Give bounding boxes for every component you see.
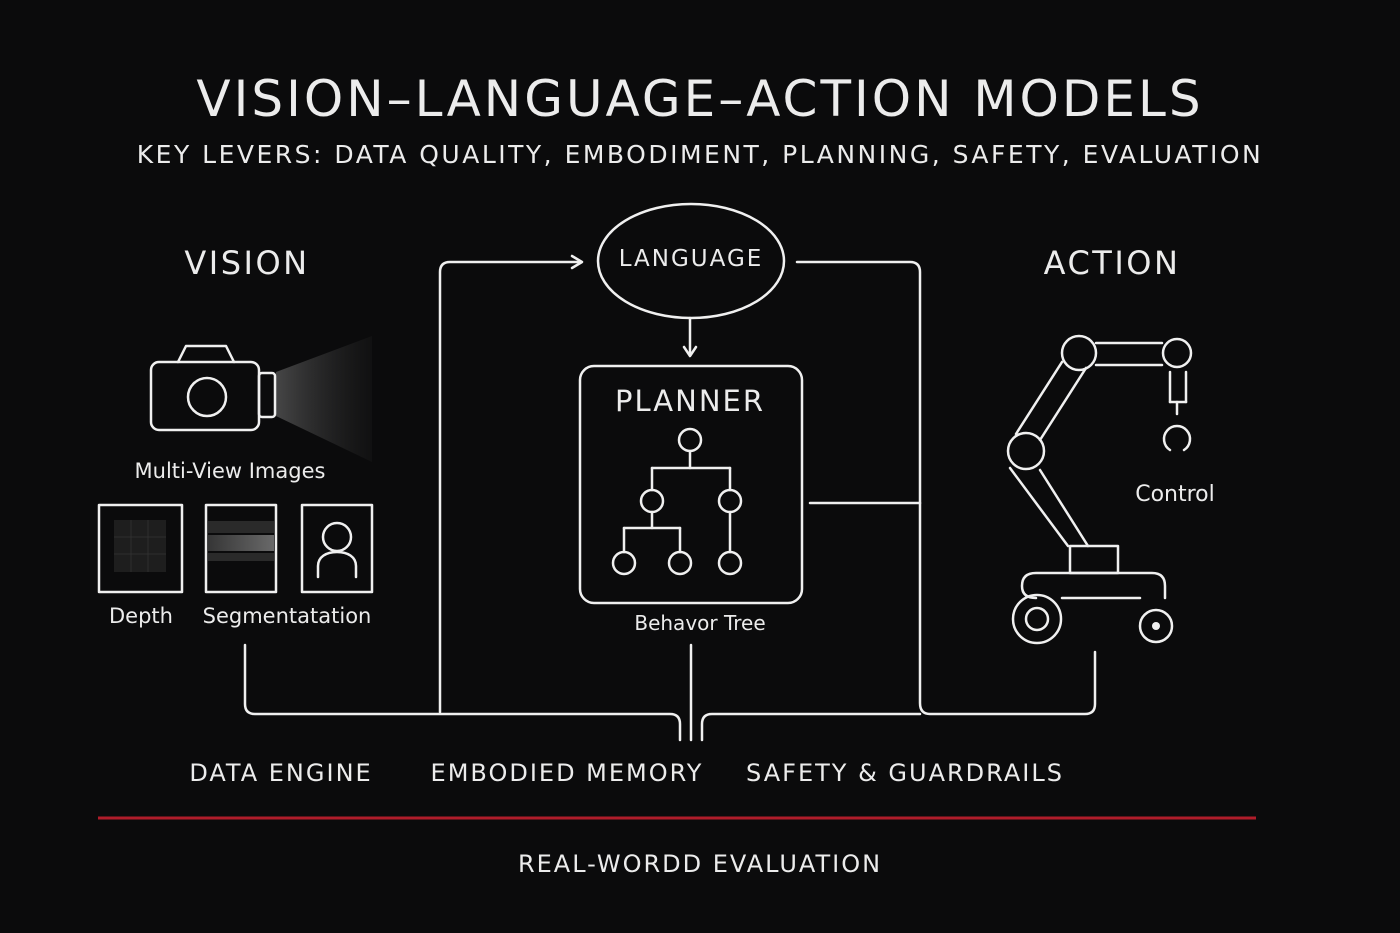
person-icon — [300, 503, 374, 594]
segmentation-label: Segmentatation — [202, 604, 372, 628]
embodied-memory-label: EMBODIED MEMORY — [430, 759, 704, 787]
vision-heading: VISION — [184, 244, 310, 282]
behavior-tree-label: Behavor Tree — [634, 611, 766, 635]
planner-title: PLANNER — [614, 384, 766, 418]
depth-grid-icon — [97, 503, 184, 594]
action-heading: ACTION — [1043, 244, 1181, 282]
data-engine-label: DATA ENGINE — [189, 759, 373, 787]
depth-label: Depth — [109, 604, 173, 628]
camera-icon — [149, 336, 372, 462]
evaluation-label: REAL-WORDD EVALUATION — [517, 850, 883, 878]
safety-guardrails-label: SAFETY & GUARDRAILS — [746, 759, 1064, 787]
page-title: VISION–LANGUAGE–ACTION MODELS — [196, 70, 1204, 128]
behavior-tree-icon — [611, 427, 743, 576]
planner-box — [578, 364, 804, 605]
camera-label: Multi-View Images — [134, 459, 326, 483]
language-label: LANGUAGE — [618, 246, 764, 272]
segmentation-icon — [204, 503, 278, 594]
robot-arm-icon — [1006, 334, 1193, 645]
page-subtitle: KEY LEVERS: DATA QUALITY, EMBODIMENT, PL… — [136, 140, 1264, 169]
control-label: Control — [1135, 482, 1215, 507]
